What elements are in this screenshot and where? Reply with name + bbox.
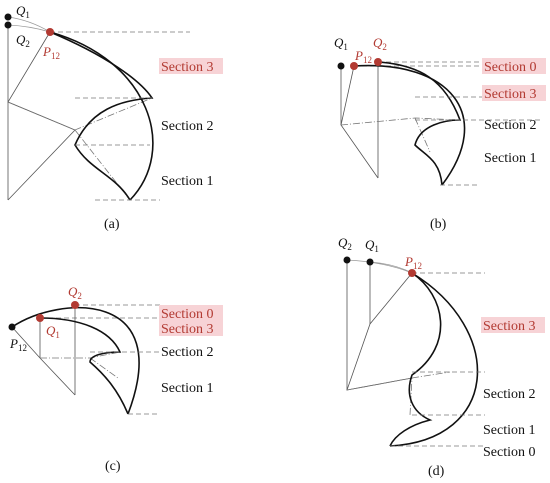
- panel-d-q2-label: Q2: [338, 235, 352, 252]
- panel-c-section-3-label: Section 3: [161, 322, 214, 337]
- panel-d-caption: (d): [428, 464, 445, 479]
- panel-b-caption: (b): [430, 217, 447, 232]
- panel-d-section-3-label: Section 3: [483, 319, 536, 334]
- panel-b-section-2-label: Section 2: [484, 118, 537, 133]
- panel-c: Q2 Q1 P12 Section 0 Section 3 Section 2 …: [8, 284, 223, 474]
- panel-c-q1-label: Q1: [46, 323, 60, 340]
- panel-a-q1-label: Q1: [16, 3, 30, 20]
- panel-c-caption: (c): [105, 459, 121, 474]
- panel-b: Q1 Q2 P12 Section 0 Section 3 Section 2 …: [334, 35, 546, 232]
- panel-b-linkage: [340, 65, 379, 179]
- panel-b-inner-curve: [377, 61, 462, 186]
- panel-a-caption: (a): [104, 217, 120, 232]
- panel-d-section-1-label: Section 1: [483, 423, 536, 438]
- panel-a-p12-marker: [46, 28, 54, 36]
- panel-b-p12-label: P12: [354, 48, 372, 65]
- panel-a-q2-label: Q2: [16, 32, 30, 49]
- panel-a-section-1-label: Section 1: [161, 174, 214, 189]
- panel-b-q2-label: Q2: [373, 35, 387, 52]
- panel-c-section-2-label: Section 2: [161, 345, 214, 360]
- panel-d-q-trail: [346, 259, 413, 274]
- panel-a-inner-curve: [49, 31, 154, 201]
- panel-d-outer-curve: [389, 272, 479, 447]
- panel-d-p12-label: P12: [404, 254, 422, 271]
- panel-d-linkage: [346, 272, 413, 391]
- panel-b-q2-marker: [374, 58, 382, 66]
- panel-c-linkage: [11, 326, 76, 396]
- panel-d-p12-marker: [408, 269, 416, 277]
- panel-c-outer-curve: [11, 306, 140, 415]
- panel-b-outer-curve: [353, 64, 466, 186]
- panel-a-outer-curve: [49, 31, 154, 201]
- panel-c-section-1-label: Section 1: [161, 381, 214, 396]
- panel-c-q2-label: Q2: [68, 284, 82, 301]
- panel-a-section-2-label: Section 2: [161, 119, 214, 134]
- panel-b-section-1-label: Section 1: [484, 151, 537, 166]
- panel-c-q1-marker: [36, 314, 44, 322]
- panel-d-q1-label: Q1: [365, 237, 379, 254]
- panel-c-section-0-label: Section 0: [161, 307, 214, 322]
- panel-b-p12-marker: [350, 62, 358, 70]
- panel-c-inner-curve: [39, 317, 129, 415]
- panel-b-section-0-label: Section 0: [484, 60, 537, 75]
- panel-a: Q1 Q2 P12 Section 3 Section 2 Section 1 …: [4, 3, 223, 232]
- panel-b-section-3-label: Section 3: [484, 87, 537, 102]
- panel-a-section-3-label: Section 3: [161, 60, 214, 75]
- panel-c-q2-marker: [71, 301, 79, 309]
- panel-d-section-0-label: Section 0: [483, 445, 536, 460]
- panel-c-p12-label: P12: [9, 336, 27, 353]
- panel-d-section-2-label: Section 2: [483, 387, 536, 402]
- panel-d-inner-curve: [389, 272, 442, 447]
- panel-b-q1-label: Q1: [334, 35, 348, 52]
- panel-a-p12-label: P12: [42, 44, 60, 61]
- panel-d: Q2 Q1 P12 Section 3 Section 2 Section 1 …: [338, 235, 545, 479]
